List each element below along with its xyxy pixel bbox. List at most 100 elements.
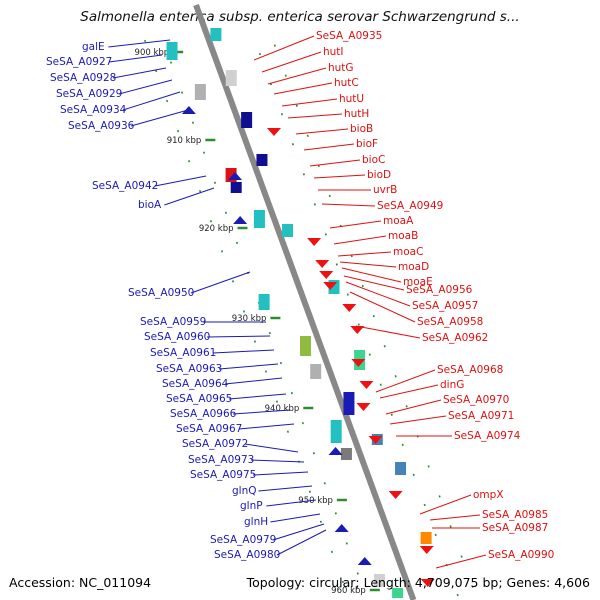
gene-arrow xyxy=(359,381,374,389)
gene-label-right: SeSA_A0971 xyxy=(448,410,514,422)
gene-arrow xyxy=(228,172,243,180)
gene-label-left: SeSA_A0942 xyxy=(92,180,158,192)
gene-label-right: ompX xyxy=(473,489,504,501)
gene-label-right: bioD xyxy=(367,169,391,181)
gene-leader-left xyxy=(224,377,283,385)
gene-leader-right xyxy=(345,281,411,307)
gene-label-right: moaE xyxy=(403,276,433,288)
gene-leader-right xyxy=(429,514,481,521)
gene-label-left: SeSA_A0927 xyxy=(46,56,112,68)
gene-feature xyxy=(373,574,385,587)
gene-leader-right xyxy=(309,159,361,167)
gene-leader-left xyxy=(272,523,325,541)
gene-arrow xyxy=(420,579,435,587)
gene-label-right: SeSA_A0962 xyxy=(422,332,488,344)
gene-label-left: SeSA_A0964 xyxy=(162,378,229,390)
gene-label-left: SeSA_A0936 xyxy=(68,120,135,132)
gene-label-left: SeSA_A0929 xyxy=(56,88,122,100)
gene-feature xyxy=(392,588,404,598)
gene-label-right: moaD xyxy=(398,261,429,273)
gene-label-left: glnP xyxy=(240,500,263,512)
gene-leader-right xyxy=(253,35,315,61)
gene-leader-right xyxy=(329,220,382,229)
gene-arrow xyxy=(356,403,371,411)
gene-arrow xyxy=(350,326,365,334)
kbp-tick-label: 930 kbp xyxy=(232,314,267,324)
gene-feature xyxy=(310,364,322,379)
gene-label-left: SeSA_A0973 xyxy=(188,454,254,466)
gene-feature xyxy=(166,42,178,60)
gene-label-right: hutG xyxy=(328,62,354,74)
gene-leader-right xyxy=(295,128,349,135)
gene-label-left: glnH xyxy=(244,516,268,528)
kbp-tick-label: 950 kbp xyxy=(298,496,333,506)
gene-leader-right xyxy=(303,143,355,151)
gene-feature xyxy=(225,168,237,182)
gene-label-right: bioC xyxy=(362,154,385,166)
gene-arrow xyxy=(342,304,357,312)
genome-backbone xyxy=(193,3,417,600)
gene-leader-left xyxy=(266,499,317,507)
kbp-tick-label: 910 kbp xyxy=(167,136,202,146)
gene-label-right: dinG xyxy=(440,379,464,391)
gene-leader-right xyxy=(389,415,447,425)
gene-leader-right xyxy=(343,275,405,291)
kbp-tick-label: 900 kbp xyxy=(135,48,170,58)
gene-feature xyxy=(230,182,242,193)
gene-label-left: SeSA_A0975 xyxy=(190,469,256,481)
gene-leader-right xyxy=(349,291,416,323)
gene-label-left: SeSA_A0979 xyxy=(210,534,276,546)
gene-feature xyxy=(395,462,407,475)
gene-label-left: SeSA_A0961 xyxy=(150,347,216,359)
kbp-tick-label: 960 kbp xyxy=(331,586,366,596)
gene-leader-left xyxy=(232,409,291,415)
gene-feature xyxy=(241,112,253,128)
gene-feature xyxy=(299,336,311,356)
gene-label-right: SeSA_A0974 xyxy=(454,430,521,442)
gene-feature xyxy=(330,420,342,443)
gene-label-left: SeSA_A0980 xyxy=(214,549,280,561)
gene-label-left: SeSA_A0963 xyxy=(156,363,222,375)
gene-leader-left xyxy=(108,54,163,63)
gene-leader-right xyxy=(333,235,387,245)
gene-leader-left xyxy=(250,459,305,463)
gene-label-left: SeSA_A0960 xyxy=(144,331,210,343)
gene-label-right: moaC xyxy=(393,246,423,258)
gene-label-left: SeSA_A0928 xyxy=(50,72,116,84)
accession-label: Accession: NC_011094 xyxy=(9,575,152,590)
gene-feature xyxy=(253,210,265,228)
gene-leader-right xyxy=(379,384,439,399)
gene-label-right: SeSA_A0949 xyxy=(377,200,443,212)
gene-leader-left xyxy=(190,271,251,294)
gene-arrow xyxy=(266,128,281,136)
gene-arrow xyxy=(368,436,383,444)
kbp-tick-label: 920 kbp xyxy=(199,224,234,234)
gene-leader-left xyxy=(276,529,327,556)
gene-label-left: SeSA_A0950 xyxy=(128,287,194,299)
gene-leader-right xyxy=(273,82,333,95)
gene-feature xyxy=(194,84,206,100)
gene-leader-left xyxy=(122,91,181,111)
gene-leader-left xyxy=(164,187,215,206)
gene-leader-left xyxy=(154,175,207,187)
gene-arrow xyxy=(357,557,372,565)
gene-feature xyxy=(225,70,237,86)
gene-leader-right xyxy=(313,174,366,179)
gene-arrow xyxy=(419,546,434,554)
gene-leader-left xyxy=(212,349,275,354)
gene-leader-left xyxy=(218,363,279,370)
gene-arrow xyxy=(388,491,403,499)
gene-label-right: SeSA_A0970 xyxy=(443,394,509,406)
gene-leader-left xyxy=(112,67,167,79)
gene-label-right: SeSA_A0987 xyxy=(482,522,548,534)
gene-arrow xyxy=(181,106,196,114)
gene-leader-left xyxy=(270,513,321,523)
gene-leader-right xyxy=(355,325,421,339)
gene-leader-right xyxy=(261,51,322,73)
gene-feature xyxy=(258,294,270,310)
gene-leader-left xyxy=(244,443,299,453)
gene-label-left: SeSA_A0967 xyxy=(176,423,242,435)
gene-feature xyxy=(210,28,222,41)
gene-arrow xyxy=(334,524,349,532)
